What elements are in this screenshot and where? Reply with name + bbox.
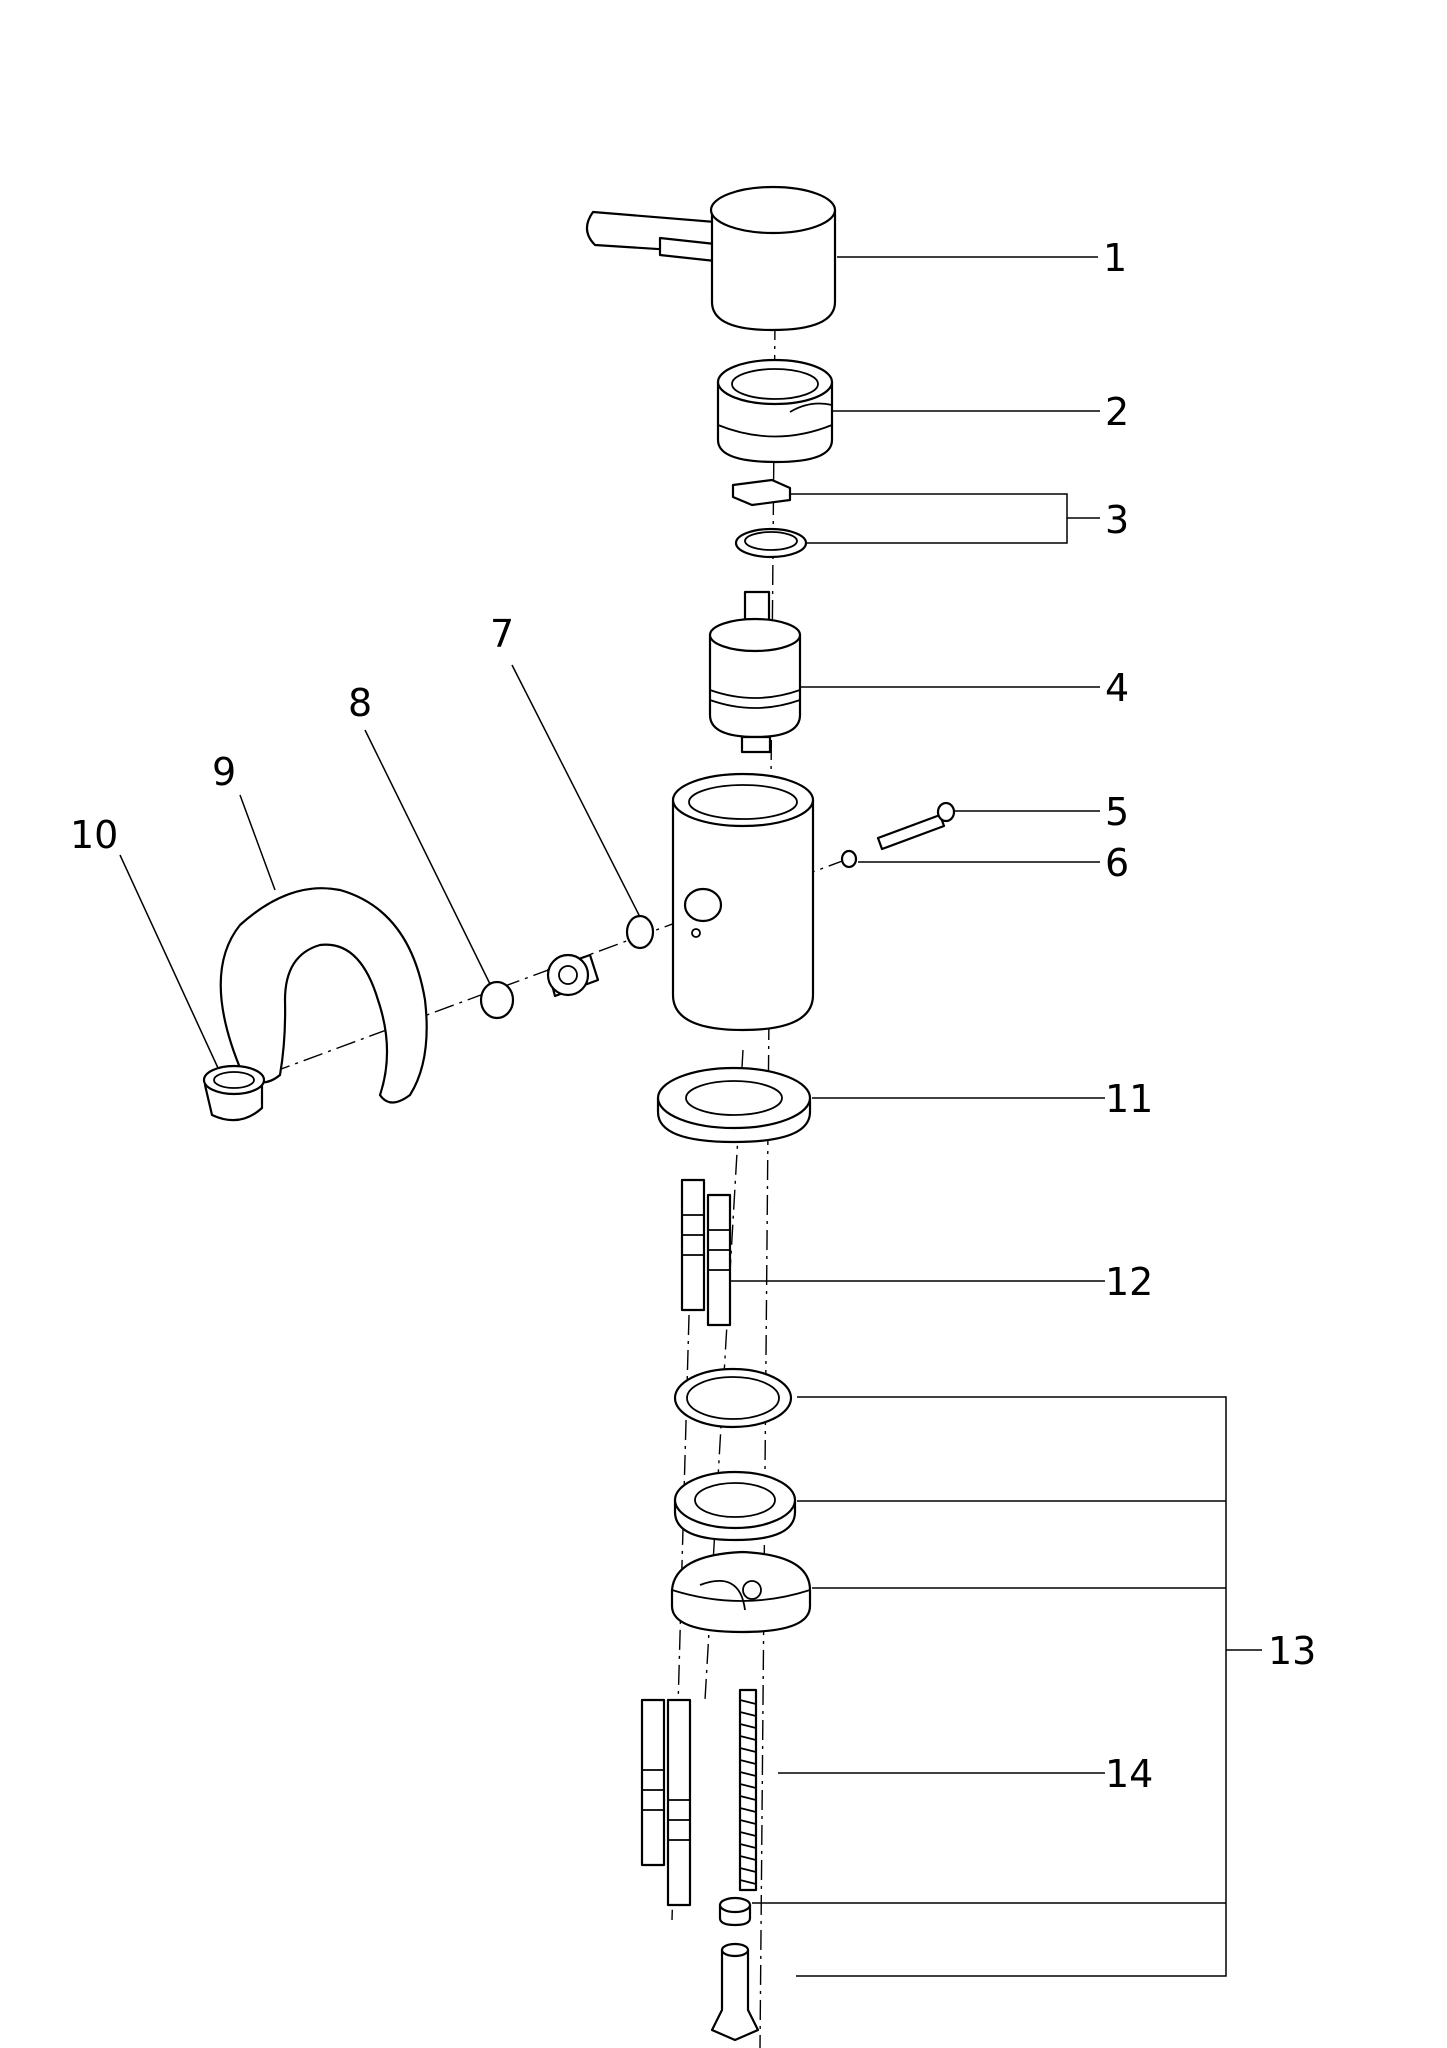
part-11-base-flange <box>656 1066 812 1144</box>
callout-3: 3 <box>1105 498 1129 542</box>
part-9-spout <box>219 887 428 1104</box>
callout-2: 2 <box>1105 390 1129 434</box>
faucet-body <box>671 772 815 1032</box>
callout-labels: 1 2 3 4 5 6 7 8 9 10 11 12 13 14 <box>70 236 1316 1796</box>
part-6-washer <box>840 849 858 869</box>
part-4-cartridge <box>708 590 802 754</box>
callout-8: 8 <box>348 681 372 725</box>
part-3-clip-and-ring <box>731 478 808 559</box>
part-7-o-ring <box>625 914 655 950</box>
part-1-lever-handle <box>585 185 837 332</box>
part-12-supply-hoses <box>680 1178 732 1327</box>
callout-4: 4 <box>1105 666 1129 710</box>
part-5-set-screw <box>876 801 956 851</box>
callout-13: 13 <box>1268 1629 1316 1673</box>
part-14-threaded-rod <box>738 1688 758 1892</box>
lower-supply-hoses <box>640 1698 692 1907</box>
callout-14: 14 <box>1105 1752 1153 1796</box>
callout-10: 10 <box>70 813 118 857</box>
callout-1: 1 <box>1103 236 1127 280</box>
part-2-cover-cap <box>716 358 834 464</box>
callout-6: 6 <box>1105 841 1129 885</box>
part-10-aerator <box>202 1064 266 1122</box>
spout-adapter <box>546 953 600 998</box>
part-8-o-ring <box>479 980 515 1020</box>
callout-12: 12 <box>1105 1260 1153 1304</box>
leader-lines <box>119 256 1262 1977</box>
callout-5: 5 <box>1105 790 1129 834</box>
callout-11: 11 <box>1105 1077 1153 1121</box>
part-13-mounting-set <box>670 1367 812 2042</box>
callout-7: 7 <box>490 612 514 656</box>
callout-9: 9 <box>212 750 236 794</box>
